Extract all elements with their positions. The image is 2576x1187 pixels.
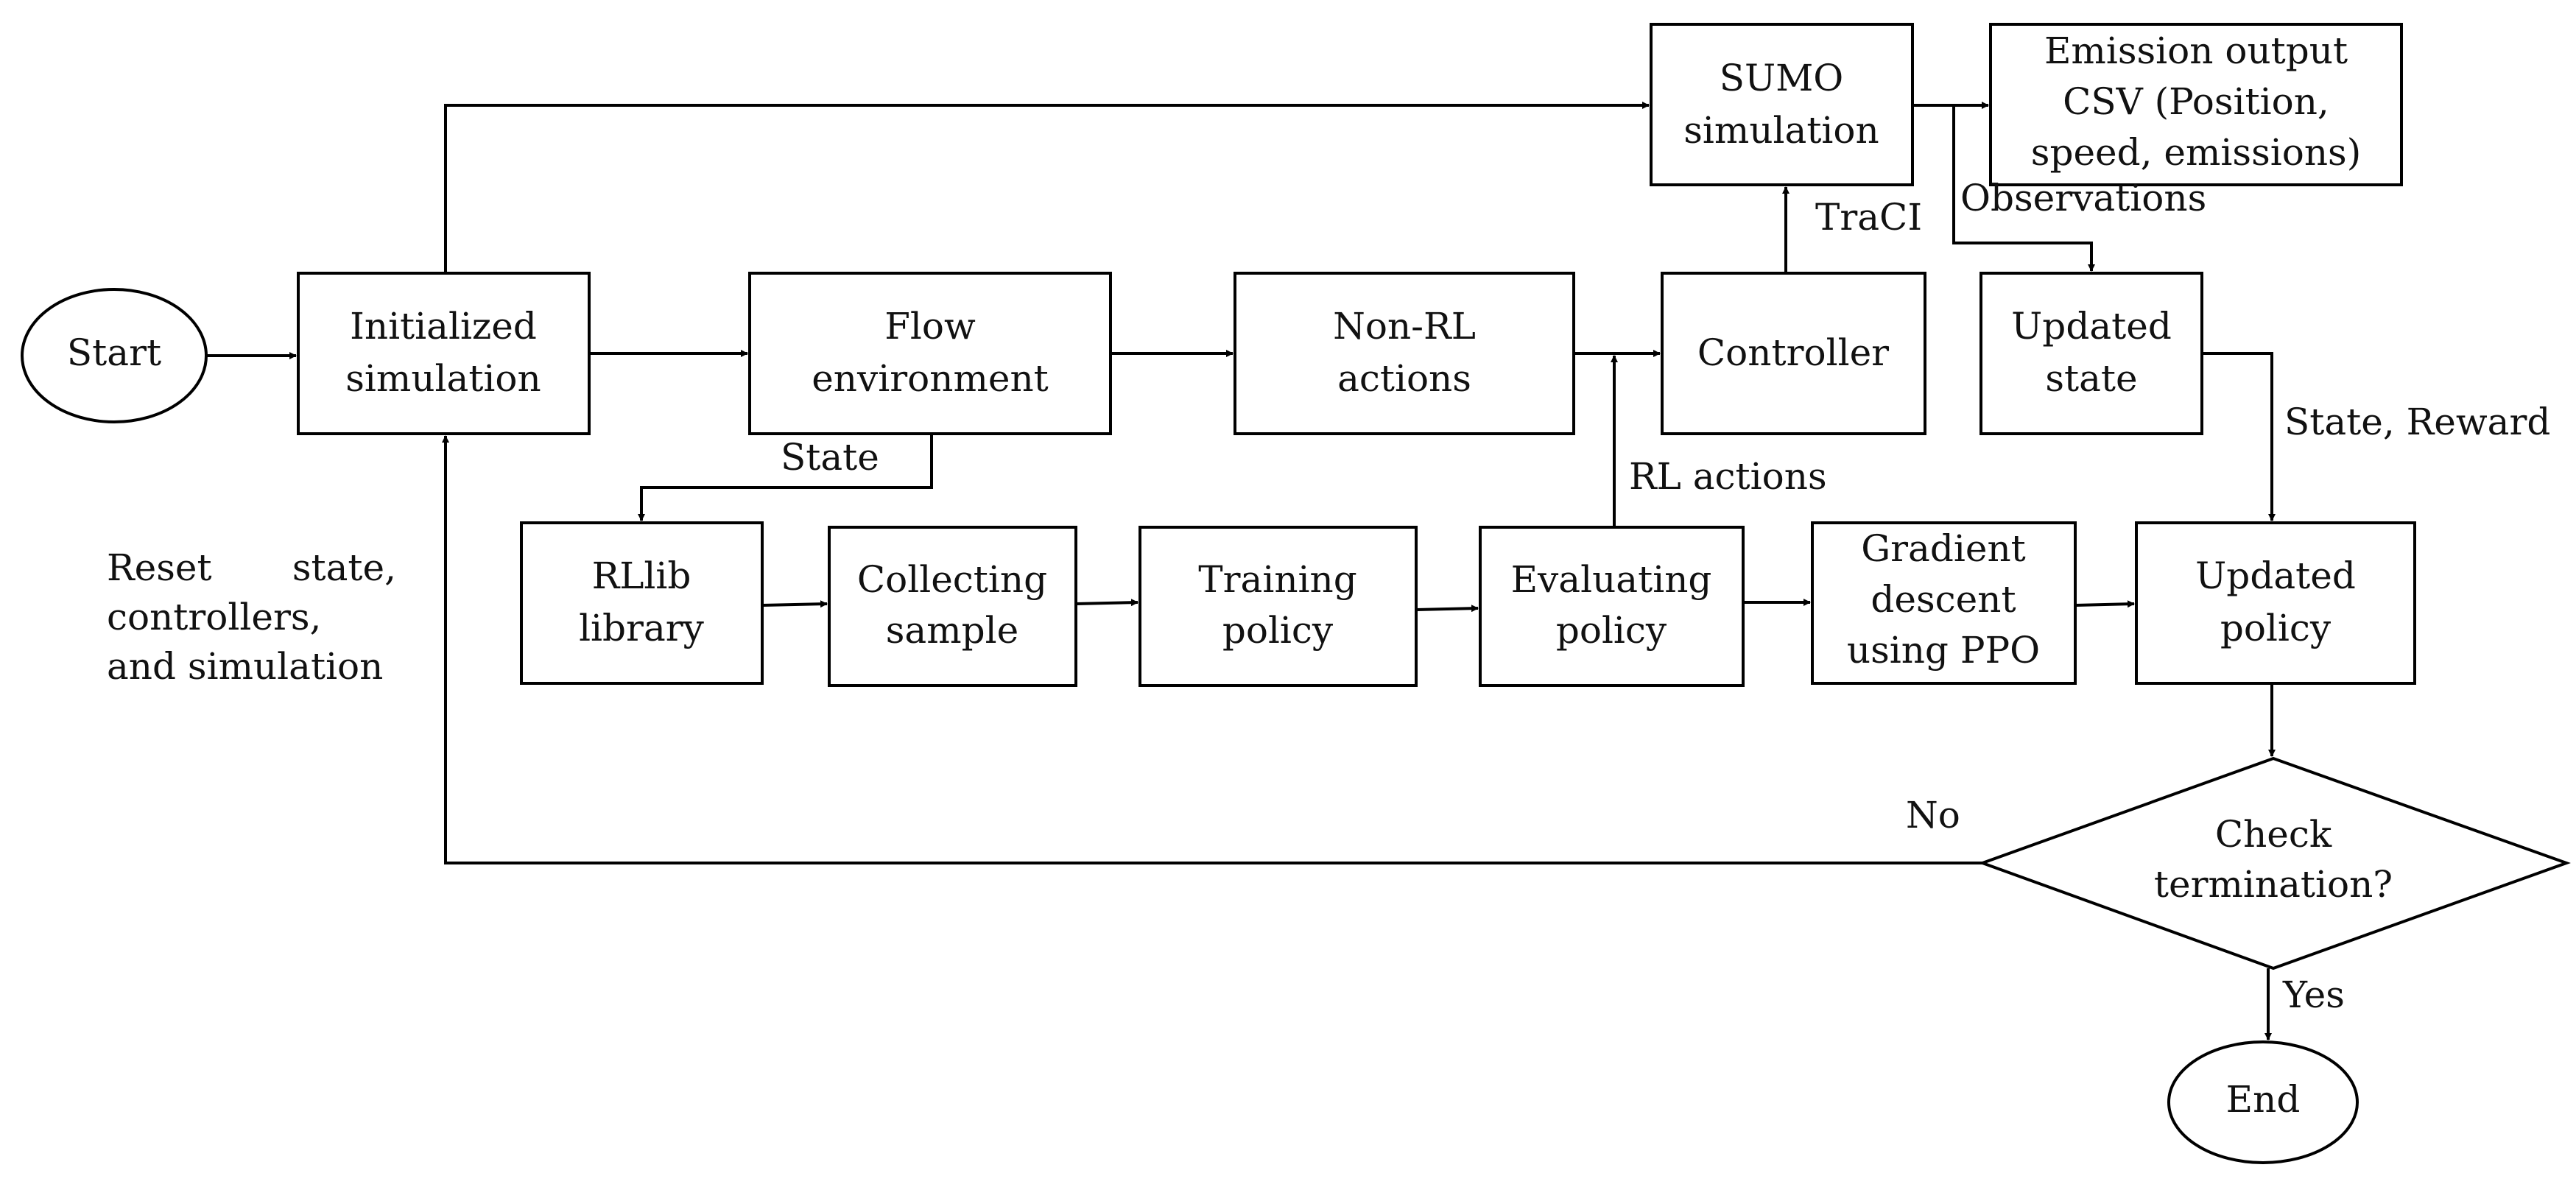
label-state: State [781,436,879,479]
initialized-simulation-node: Initialized simulation [297,272,591,435]
rllib-library-line1: RLlib [592,554,691,597]
arrow-collecting-to-training [1075,599,1139,607]
label-state-reward: State, Reward [2284,401,2550,443]
updated-policy-line2: policy [2220,607,2332,649]
label-rl-actions: RL actions [1629,455,1827,498]
flow-environment-line1: Flow [884,305,976,348]
reset-note: Reset state, controllers, and simulation [107,546,396,688]
start-node: Start [21,288,208,423]
non-rl-actions-line2: actions [1337,357,1471,400]
sumo-simulation-line2: simulation [1683,109,1879,152]
controller-node: Controller [1661,272,1926,435]
flow-environment-line2: environment [812,357,1049,400]
check-termination-line2: termination? [2154,863,2393,906]
updated-state-line2: state [2045,357,2137,400]
emission-output-line3: speed, emissions) [2031,131,2361,174]
updated-policy-line1: Updated [2195,554,2356,597]
evaluating-policy-node: Evaluating policy [1479,526,1745,687]
rllib-library-node: RLlib library [520,521,764,685]
arrow-updated-state-to-updated-policy [2202,352,2276,521]
gradient-descent-line1: Gradient [1861,527,2026,570]
sumo-simulation-node: SUMO simulation [1650,23,1914,186]
start-label: Start [67,331,161,374]
end-label: End [2226,1078,2301,1121]
emission-output-line1: Emission output [2044,29,2348,72]
initialized-simulation-line1: Initialized [350,305,537,348]
non-rl-actions-node: Non-RL actions [1234,272,1575,435]
reset-note-line2: controllers, [107,596,321,638]
reset-note-line1-word2: state, [292,546,396,589]
check-termination-decision: Check termination? [1978,756,2571,971]
collecting-sample-line2: sample [886,609,1018,652]
emission-output-line2: CSV (Position, [2063,80,2329,123]
arrow-training-to-evaluating [1415,605,1479,613]
updated-policy-node: Updated policy [2135,521,2416,685]
training-policy-line2: policy [1222,609,1334,652]
end-node: End [2167,1040,2359,1164]
arrow-gradient-to-updated-policy [2074,600,2135,608]
training-policy-node: Training policy [1139,526,1418,687]
gradient-descent-node: Gradient descent using PPO [1811,521,2077,685]
evaluating-policy-line1: Evaluating [1511,558,1712,601]
arrow-no-reset-loop [442,435,1982,864]
reset-note-line1-word1: Reset [107,546,212,589]
updated-state-line1: Updated [2011,305,2172,348]
label-no: No [1906,794,1960,836]
arrow-flow-to-rllib [638,434,933,521]
flow-environment-node: Flow environment [748,272,1112,435]
non-rl-actions-line1: Non-RL [1333,305,1476,348]
arrow-init-to-sumo [444,102,1650,273]
training-policy-line1: Training [1198,558,1356,601]
sumo-simulation-line1: SUMO [1720,57,1844,99]
label-yes: Yes [2282,973,2345,1016]
arrow-sumo-to-updated-state [1912,104,2095,272]
collecting-sample-line1: Collecting [857,558,1047,601]
initialized-simulation-line2: simulation [345,357,541,400]
label-traci: TraCI [1815,196,1922,239]
evaluating-policy-line2: policy [1556,609,1667,652]
controller-label: Controller [1697,331,1889,374]
rllib-library-line2: library [579,607,705,649]
collecting-sample-node: Collecting sample [828,526,1077,687]
label-observations: Observations [1960,177,2206,219]
gradient-descent-line2: descent [1871,578,2016,621]
gradient-descent-line3: using PPO [1847,629,2040,672]
reset-note-line3: and simulation [107,645,383,688]
check-termination-line1: Check [2215,813,2332,856]
updated-state-node: Updated state [1979,272,2203,435]
arrow-rllib-to-collecting [761,600,828,608]
emission-output-node: Emission output CSV (Position, speed, em… [1989,23,2403,186]
